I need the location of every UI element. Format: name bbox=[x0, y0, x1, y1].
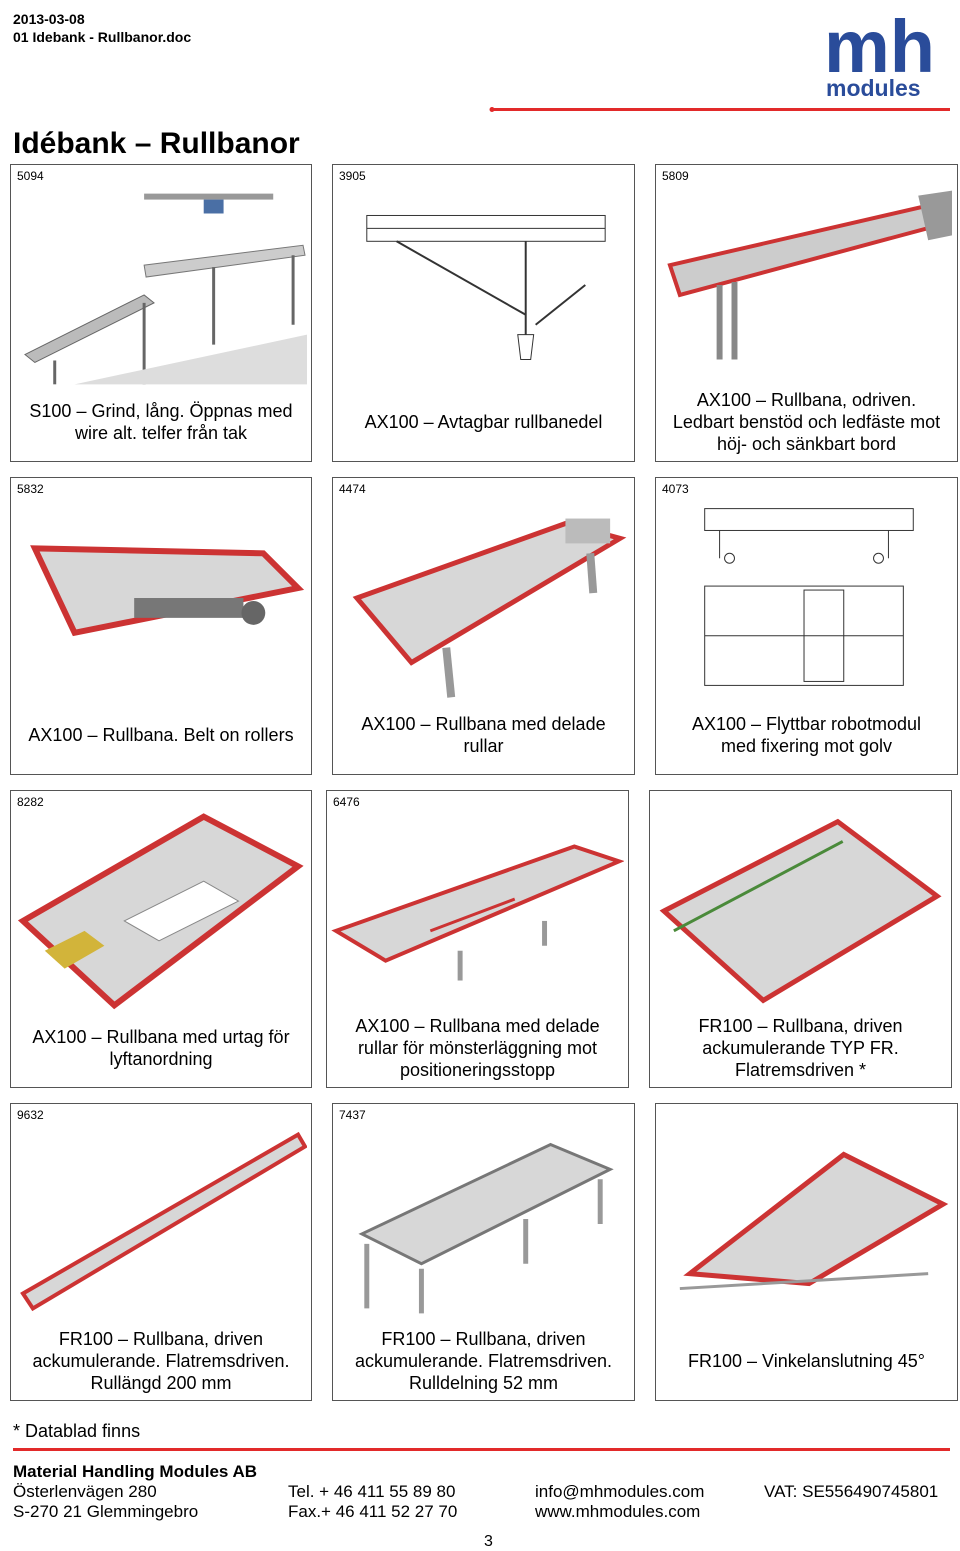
roller-conveyor-image bbox=[660, 185, 953, 385]
product-card: 5809 AX100 – Rullbana, odriven. Ledbart … bbox=[655, 164, 958, 462]
product-card: 6476 AX100 – Rullbana med delade rullar … bbox=[326, 790, 629, 1088]
website-link[interactable]: www.mhmodules.com bbox=[535, 1502, 701, 1521]
conveyor-gate-image bbox=[15, 185, 307, 385]
card-number: 4073 bbox=[662, 482, 689, 496]
card-caption: S100 – Grind, lång. Öppnas med wire alt.… bbox=[29, 401, 293, 443]
card-caption: AX100 – Rullbana med urtag för lyftanord… bbox=[32, 1027, 290, 1069]
robot-module-drawing-image bbox=[660, 498, 953, 698]
conveyor-with-cutout-image bbox=[15, 811, 307, 1011]
card-caption: FR100 – Vinkelanslutning 45° bbox=[687, 1351, 926, 1371]
flatbelt-conveyor-image bbox=[654, 811, 947, 1011]
card-number: 6476 bbox=[333, 795, 360, 809]
card-caption: AX100 – Flyttbar robotmodul med fixering… bbox=[691, 714, 922, 756]
card-caption: AX100 – Rullbana, odriven. Ledbart benst… bbox=[672, 390, 941, 454]
card-caption: AX100 – Avtagbar rullbanedel bbox=[364, 412, 603, 432]
card-caption: FR100 – Rullbana, driven ackumulerande T… bbox=[698, 1016, 903, 1080]
document-filename: 01 Idebank - Rullbanor.doc bbox=[13, 29, 192, 45]
card-caption: AX100 – Rullbana med delade rullar för m… bbox=[355, 1016, 600, 1080]
card-caption: FR100 – Rullbana, driven ackumulerande. … bbox=[32, 1329, 290, 1393]
card-number: 4474 bbox=[339, 482, 366, 496]
page-title: Idébank – Rullbanor bbox=[13, 127, 300, 160]
product-card: 5094 S100 – Grind, lång. Öppnas med wire… bbox=[10, 164, 312, 462]
product-card: 4073 AX100 – Flyttbar robotmodul med fix… bbox=[655, 477, 958, 775]
long-flatbelt-conveyor-image bbox=[15, 1124, 307, 1324]
angle-connection-image bbox=[660, 1124, 953, 1324]
product-card: 9632 FR100 – Rullbana, driven ackumulera… bbox=[10, 1103, 312, 1401]
product-card: 4474 AX100 – Rullbana med delade rullar bbox=[332, 477, 635, 775]
footer-divider bbox=[13, 1448, 950, 1451]
pitch-roller-conveyor-image bbox=[337, 1124, 630, 1324]
split-roller-conveyor-image bbox=[337, 498, 630, 698]
card-number: 5809 bbox=[662, 169, 689, 183]
product-card: 5832 AX100 – Rullbana. Belt on rollers bbox=[10, 477, 312, 775]
address-line-2: S-270 21 Glemmingebro bbox=[13, 1502, 199, 1521]
pattern-conveyor-image bbox=[331, 811, 624, 1011]
company-name: Material Handling Modules AB bbox=[13, 1462, 258, 1481]
card-number: 3905 bbox=[339, 169, 366, 183]
document-date: 2013-03-08 bbox=[13, 11, 85, 27]
belt-conveyor-image bbox=[15, 498, 307, 698]
logo-text-top: mh bbox=[824, 8, 935, 88]
card-caption: AX100 – Rullbana med delade rullar bbox=[361, 714, 606, 756]
product-card: 3905 AX100 – Avtagbar rullbanedel bbox=[332, 164, 635, 462]
card-number: 9632 bbox=[17, 1108, 44, 1122]
fax-number: Fax.+ 46 411 52 27 70 bbox=[288, 1502, 458, 1521]
product-card: 7437 FR100 – Rullbana, driven ackumulera… bbox=[332, 1103, 635, 1401]
card-number: 7437 bbox=[339, 1108, 366, 1122]
phone-number: Tel. + 46 411 55 89 80 bbox=[288, 1482, 456, 1501]
card-number: 8282 bbox=[17, 795, 44, 809]
card-number: 5832 bbox=[17, 482, 44, 496]
conveyor-drawing-image bbox=[337, 185, 630, 385]
product-card: FR100 – Vinkelanslutning 45° bbox=[655, 1103, 958, 1401]
datasheet-note: * Datablad finns bbox=[13, 1421, 141, 1441]
product-card: FR100 – Rullbana, driven ackumulerande T… bbox=[649, 790, 952, 1088]
vat-number: VAT: SE556490745801 bbox=[764, 1482, 939, 1501]
card-caption: FR100 – Rullbana, driven ackumulerande. … bbox=[354, 1329, 613, 1393]
card-caption: AX100 – Rullbana. Belt on rollers bbox=[28, 725, 294, 745]
product-card: 8282 AX100 – Rullbana med urtag för lyft… bbox=[10, 790, 312, 1088]
address-line-1: Österlenvägen 280 bbox=[13, 1482, 157, 1501]
card-number: 5094 bbox=[17, 169, 44, 183]
page-number: 3 bbox=[484, 1533, 493, 1550]
logo-text-bottom: modules bbox=[826, 75, 921, 100]
logo-underline bbox=[488, 99, 950, 112]
email-link[interactable]: info@mhmodules.com bbox=[535, 1482, 705, 1501]
mh-modules-logo: mh modules bbox=[822, 5, 954, 101]
